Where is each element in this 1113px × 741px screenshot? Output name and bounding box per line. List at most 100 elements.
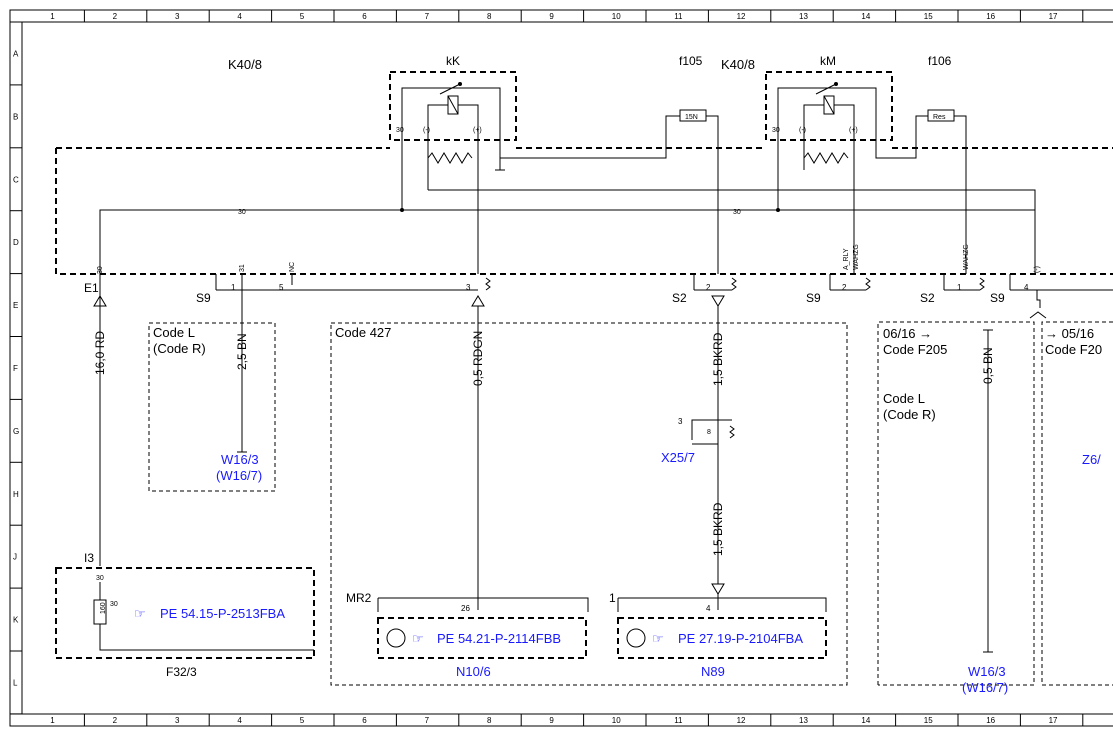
hand-pointer-icon-a[interactable]: ☞ [134, 606, 146, 621]
column-label-2: 2 [113, 716, 118, 725]
pin-31: 31 [239, 264, 246, 272]
column-label-15: 15 [924, 716, 933, 725]
column-label-16: 16 [986, 12, 995, 21]
wire-15bkrd-a-label: 1,5 BKRD [711, 332, 725, 386]
wire-25bn-label: 2,5 BN [235, 333, 249, 370]
pin-plus-kk: (+) [473, 127, 482, 134]
code-427: Code 427 [335, 325, 391, 340]
column-label-5: 5 [300, 12, 305, 21]
pin-2b: 2 [842, 283, 847, 292]
column-label-1: 1 [50, 12, 55, 21]
n89-pin-1: 1 [609, 591, 616, 605]
n10-6-module [377, 617, 587, 659]
n89-transistor-icon [626, 628, 646, 648]
column-label-12: 12 [737, 716, 746, 725]
column-label-14: 14 [861, 12, 870, 21]
pin-4b: 4 [706, 604, 711, 613]
pin-nc: NC [289, 262, 296, 272]
column-label-11: 11 [674, 12, 683, 21]
connector-s2-a: S2 [672, 291, 687, 305]
column-label-15: 15 [924, 12, 933, 21]
column-label-1: 1 [50, 716, 55, 725]
x25-7: X25/7 [661, 450, 695, 465]
f32-3: F32/3 [166, 665, 197, 679]
pin-plus-km: (+) [849, 127, 858, 134]
pin-30-e1: 30 [97, 266, 104, 274]
wire-30-bus [99, 209, 1035, 274]
row-label-H: H [13, 490, 19, 499]
column-label-8: 8 [487, 12, 492, 21]
row-label-K: K [13, 616, 19, 625]
column-label-6: 6 [362, 12, 367, 21]
pin-26: 26 [461, 604, 470, 613]
pe-a-link[interactable]: PE 54.15-P-2513FBA [160, 606, 285, 621]
fuse-f105: f105 [679, 54, 703, 68]
wire-05rdgn-label: 0,5 RDGN [471, 331, 485, 386]
k40-8-right: K40/8 [721, 57, 755, 72]
pin-1b: 1 [957, 283, 962, 292]
column-label-8: 8 [487, 716, 492, 725]
pe-b-link[interactable]: PE 54.21-P-2114FBB [437, 631, 561, 646]
relay-km: kM [820, 54, 836, 68]
w16-7-left: (W16/7) [216, 468, 262, 483]
pin-4: 4 [1024, 283, 1029, 292]
hand-pointer-icon-c[interactable]: ☞ [652, 631, 664, 646]
row-label-E: E [13, 301, 18, 310]
relay-kk: kK [446, 54, 460, 68]
resistor-right [803, 152, 849, 164]
code-l-box [148, 322, 276, 492]
column-label-11: 11 [674, 716, 683, 725]
wire-30-label-left: 30 [238, 209, 246, 216]
pin-30-kk: 30 [396, 127, 404, 134]
pe-c-link[interactable]: PE 27.19-P-2104FBA [678, 631, 803, 646]
column-label-2: 2 [113, 12, 118, 21]
pin-30-km: 30 [772, 127, 780, 134]
row-label-C: C [13, 175, 19, 184]
n89: N89 [701, 664, 725, 679]
connector-e1: E1 [84, 281, 99, 295]
code-l-b: Code L [883, 391, 925, 406]
column-label-7: 7 [425, 716, 430, 725]
code-l-a: Code L [153, 325, 195, 340]
code-r-b: (Code R) [883, 407, 936, 422]
pin-5: 5 [279, 283, 284, 292]
pin-minus-km: (-) [799, 127, 806, 134]
connector-s2-b: S2 [920, 291, 935, 305]
hand-pointer-icon-b[interactable]: ☞ [412, 631, 424, 646]
column-label-12: 12 [737, 12, 746, 21]
column-label-17: 17 [1049, 12, 1058, 21]
row-label-J: J [13, 553, 17, 562]
i3-label: I3 [84, 551, 94, 565]
n89-module [617, 617, 827, 659]
k40-8-left: K40/8 [228, 57, 262, 72]
x25-7-pin-8: 8 [707, 429, 711, 436]
column-label-10: 10 [612, 716, 621, 725]
drawing-frame [9, 9, 1113, 727]
code-0616: 06/16 → [883, 326, 932, 341]
k40-8-module-outline [55, 147, 1113, 275]
wire-05bn-label: 0,5 BN [981, 347, 995, 384]
pin-30-i3: 30 [96, 575, 104, 582]
z6: Z6/ [1082, 452, 1101, 467]
fuse-160-label: 160 [100, 602, 107, 614]
code-0516: → 05/16 [1045, 326, 1094, 341]
row-label-B: B [13, 112, 18, 121]
resistor-left [427, 152, 473, 164]
pin-2: 2 [706, 283, 711, 292]
column-label-16: 16 [986, 716, 995, 725]
wire-15bkrd-b-label: 1,5 BKRD [711, 502, 725, 556]
code-427-box [330, 322, 848, 686]
pin-1: 1 [231, 283, 236, 292]
fuse-160 [93, 599, 107, 625]
column-label-9: 9 [549, 716, 554, 725]
row-label-D: D [13, 238, 19, 247]
pin-wahzg-a: WAHZG [853, 244, 860, 270]
column-label-3: 3 [175, 12, 180, 21]
column-label-4: 4 [237, 12, 242, 21]
relay-km-outline [765, 71, 893, 141]
pin-a-rly: A_RLY [843, 248, 850, 270]
fuse-res-label: Res [933, 114, 946, 121]
column-label-3: 3 [175, 716, 180, 725]
